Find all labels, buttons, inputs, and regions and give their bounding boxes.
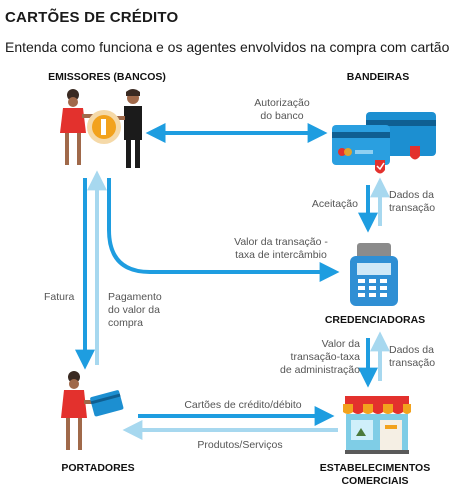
label-transaction-data-1-line1: Dados da [389, 189, 434, 201]
node-emissores: EMISSORES (BANCOS) [48, 71, 166, 83]
node-estabelecimentos-line1: ESTABELECIMENTOS [319, 462, 431, 474]
node-portadores: PORTADORES [61, 462, 135, 474]
label-authorization-line2: do banco [260, 110, 304, 122]
label-invoice: Fatura [44, 291, 75, 303]
label-authorization-line1: Autorização [254, 97, 310, 109]
label-acceptance: Aceitação [311, 198, 358, 210]
label-cards: Cartões de crédito/débito [184, 399, 302, 411]
page-title: CARTÕES DE CRÉDITO [5, 9, 179, 26]
label-interchange-line1: Valor da transação - [234, 236, 328, 248]
emissores-illustration [60, 89, 142, 168]
label-admin-fee-line3: de administração [280, 364, 360, 376]
portadores-illustration [61, 371, 124, 450]
bandeiras-illustration [332, 112, 436, 174]
label-interchange-line2: taxa de intercâmbio [235, 249, 327, 261]
label-products: Produtos/Serviços [197, 439, 283, 451]
label-payment: Pagamento do valor da compra [108, 291, 162, 330]
node-credenciadoras: CREDENCIADORAS [324, 314, 426, 326]
label-payment-line1: Pagamento [108, 291, 162, 303]
label-payment-line3: compra [108, 317, 144, 329]
label-admin-fee-line1: Valor da [321, 338, 360, 350]
label-admin-fee-line2: transação-taxa [290, 351, 360, 363]
arrow-interchange [107, 178, 340, 282]
node-bandeiras: BANDEIRAS [346, 71, 410, 83]
label-authorization: Autorização do banco [234, 97, 330, 123]
node-estabelecimentos: ESTABELECIMENTOS COMERCIAIS [314, 462, 436, 488]
label-interchange: Valor da transação - taxa de intercâmbio [216, 236, 346, 262]
page-subtitle: Entenda como funciona e os agentes envol… [5, 39, 450, 55]
label-admin-fee: Valor da transação-taxa de administração [268, 338, 360, 377]
credenciadoras-illustration [350, 243, 398, 306]
label-transaction-data-1-line2: transação [389, 202, 436, 214]
label-transaction-data-2: Dados da transação [389, 344, 435, 370]
label-transaction-data-1: Dados da transação [389, 189, 435, 215]
label-transaction-data-2-line2: transação [389, 357, 436, 369]
label-transaction-data-2-line1: Dados da [389, 344, 434, 356]
label-payment-line2: do valor da [108, 304, 160, 316]
estabelecimentos-illustration [343, 396, 411, 454]
node-estabelecimentos-line2: COMERCIAIS [341, 475, 409, 487]
